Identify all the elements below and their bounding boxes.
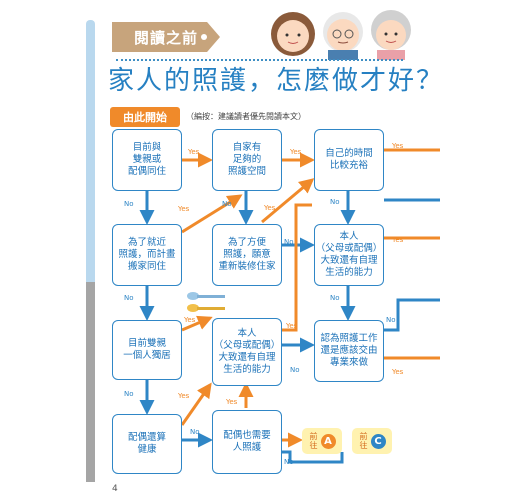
label-yes-8: Yes — [286, 322, 298, 330]
editor-note: （編按：建議讀者優先閱讀本文） — [186, 112, 306, 121]
label-yes-9: Yes — [392, 368, 404, 376]
title-divider — [116, 59, 403, 61]
box-renovate: 為了方便 照護，願意 重新裝修住家 — [212, 224, 282, 286]
box-self-care-ability-c: 本人 （父母或配偶） 大致還有自理 生活的能力 — [314, 224, 384, 286]
label-no-8: No — [290, 366, 300, 374]
label-no-11: No — [284, 458, 294, 466]
page-title: 家人的照護，怎麼做才好？ — [108, 66, 445, 96]
label-yes-7: Yes — [184, 316, 196, 324]
start-label: 由此開始 — [110, 107, 180, 127]
label-no-1: No — [124, 200, 134, 208]
label-yes-6: Yes — [392, 236, 404, 244]
label-yes-2: Yes — [290, 148, 302, 156]
label-no-5: No — [284, 238, 294, 246]
sidebar-accent-bottom — [86, 282, 95, 482]
woman-face-icon — [271, 12, 315, 56]
box-parent-alone: 目前雙親 一個人獨居 — [112, 320, 182, 380]
box-live-with-parents: 目前與 雙親或 配偶同住 — [112, 129, 182, 191]
box-self-care-ability-b: 本人 （父母或配偶） 大致還有自理 生活的能力 — [212, 318, 282, 386]
badge-a: A — [320, 433, 336, 449]
label-no-3: No — [330, 198, 340, 206]
family-illustration — [271, 10, 411, 60]
page-number: 4 — [112, 484, 118, 494]
goto-a-button[interactable]: 前 往 A — [302, 428, 342, 454]
label-yes-10: Yes — [178, 392, 190, 400]
box-spouse-needs-care: 配偶也需要 人照護 — [212, 410, 282, 474]
goto-c-button[interactable]: 前 往 C — [352, 428, 392, 454]
label-no-10: No — [190, 428, 200, 436]
label-no-6: No — [330, 294, 340, 302]
arrow-b1-c1b — [261, 178, 315, 224]
label-no-2: No — [222, 200, 232, 208]
label-yes-5: Yes — [264, 204, 276, 212]
box-enough-space: 自家有 足夠的 照護空間 — [212, 129, 282, 191]
box-plan-move: 為了就近 照護，而計畫 搬家同住 — [112, 224, 182, 286]
grandmother-face-icon — [371, 10, 411, 60]
box-professional-care: 認為照護工作 還是應該交由 專業來做 — [314, 320, 384, 382]
box-spouse-healthy: 配偶還算 健康 — [112, 414, 182, 474]
label-yes-4: Yes — [178, 205, 190, 213]
label-yes-11: Yes — [226, 398, 238, 406]
arrow-a3-b3 — [181, 315, 213, 332]
arrow-b4-goto-c — [280, 450, 344, 464]
section-tag-label: 閱讀之前 — [133, 28, 198, 47]
label-yes-1: Yes — [188, 148, 200, 156]
label-no-9: No — [386, 316, 396, 324]
label-no-7: No — [124, 390, 134, 398]
label-yes-3: Yes — [392, 142, 404, 150]
label-no-4: No — [124, 294, 134, 302]
box-enough-time: 自己的時間 比較充裕 — [314, 129, 384, 191]
grandfather-face-icon — [323, 12, 363, 60]
badge-c: C — [370, 433, 386, 449]
arrow-a4-b3 — [180, 382, 212, 426]
sidebar-accent-top — [86, 20, 95, 282]
arrow-a2-b1 — [181, 194, 243, 234]
section-tag: 閱讀之前 — [112, 22, 220, 52]
arrow-b2-up — [282, 203, 312, 332]
utensils-icon — [187, 292, 225, 312]
arrow-c3-out-no — [384, 298, 440, 332]
tag-hole-icon — [201, 34, 207, 40]
